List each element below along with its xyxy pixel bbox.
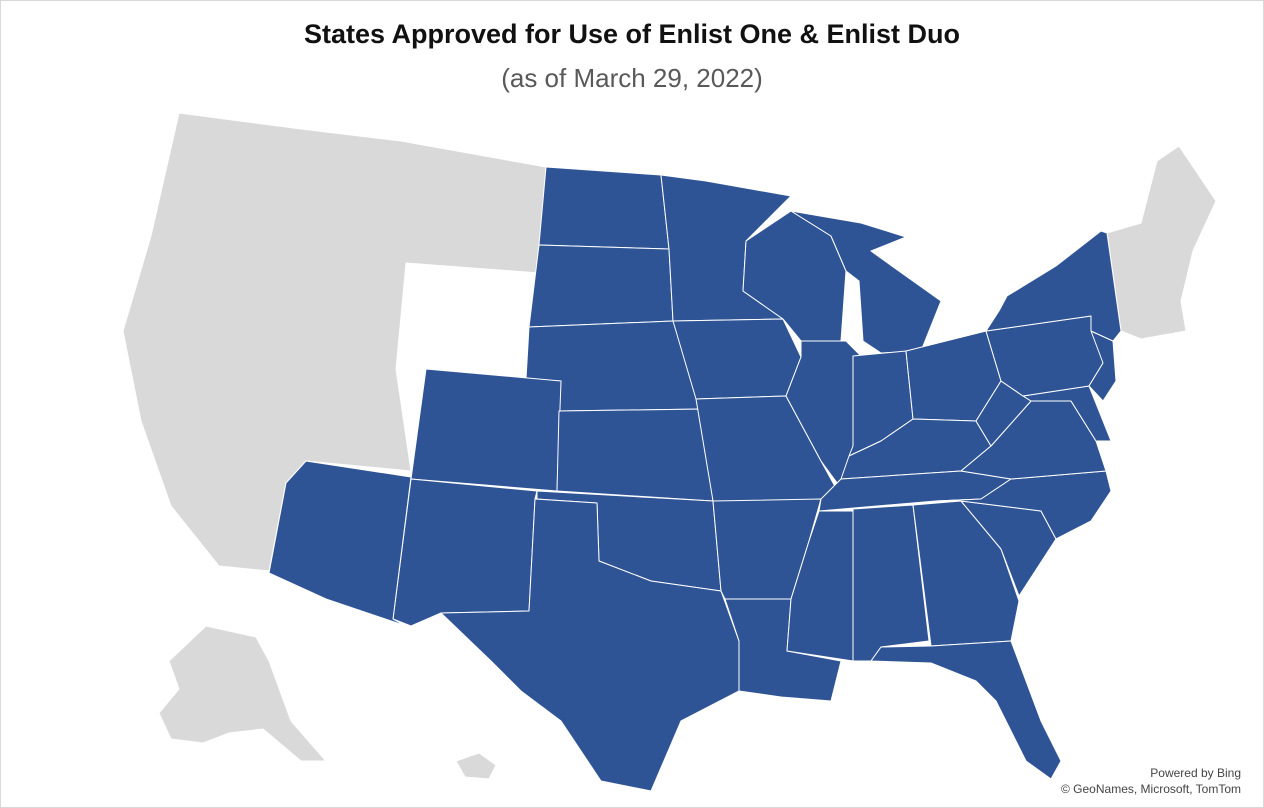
map-subtitle: (as of March 29, 2022) — [501, 63, 763, 93]
map-attribution: Powered by Bing © GeoNames, Microsoft, T… — [1061, 765, 1241, 797]
map-title: States Approved for Use of Enlist One & … — [303, 19, 961, 49]
state-az — [268, 460, 412, 627]
state-mo — [695, 395, 844, 502]
region-new-england — [1106, 145, 1217, 340]
state-nm — [392, 478, 538, 627]
state-sd — [528, 244, 674, 328]
state-co — [410, 368, 562, 492]
state-ia — [672, 318, 802, 400]
attribution-copyright: © GeoNames, Microsoft, TomTom — [1061, 782, 1241, 796]
state-ak — [158, 625, 327, 762]
state-nc — [935, 470, 1112, 540]
state-ny — [985, 230, 1122, 342]
state-tx — [440, 498, 740, 792]
attribution-powered-by: Powered by Bing — [1150, 766, 1241, 780]
state-hi — [455, 752, 497, 780]
state-fl — [870, 640, 1062, 780]
state-nd — [538, 166, 670, 250]
state-ks — [556, 408, 714, 502]
